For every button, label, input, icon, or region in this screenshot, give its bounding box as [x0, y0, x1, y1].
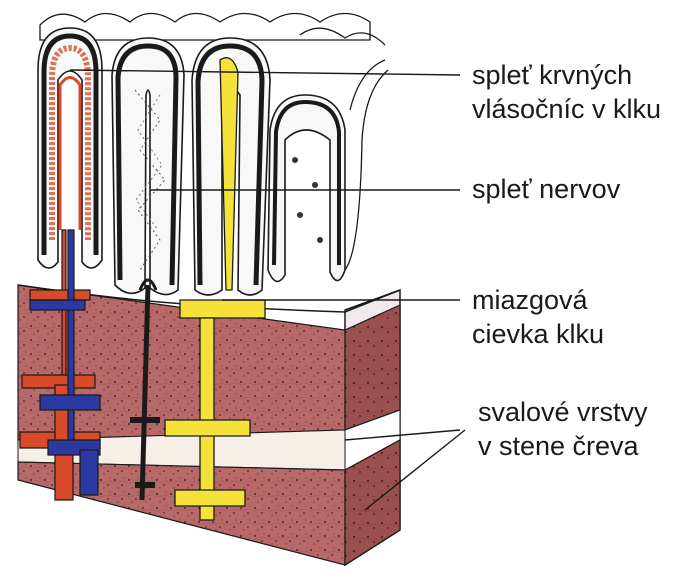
label-nerves: spleť nervov [472, 172, 620, 206]
leader-muscle-1 [344, 429, 461, 441]
villus-lacteal [191, 37, 271, 296]
label-lacteal: miazgová cievka klku [472, 283, 604, 351]
villus-right [267, 59, 389, 283]
muscle-lower-band-side [344, 438, 401, 567]
leader-muscle-2 [364, 429, 466, 511]
leader-capillaries [69, 69, 461, 76]
epithelium-surface [39, 12, 386, 46]
label-nerves-line1: spleť nervov [472, 174, 621, 204]
lymph-lacteal [164, 57, 266, 521]
label-capillaries-line1: spleť krvných [472, 60, 633, 90]
label-capillaries-line2: vlásočníc v klku [472, 94, 662, 124]
label-lacteal-line1: miazgová [472, 285, 588, 315]
leader-lines [69, 69, 466, 511]
label-muscle-line1: svalové vrstvy [478, 397, 648, 427]
label-lacteal-line2: cievka klku [472, 319, 605, 349]
label-capillaries: spleť krvných vlásočníc v klku [472, 58, 661, 126]
label-muscle: svalové vrstvy v stene čreva [478, 395, 648, 463]
villus-nerves [111, 37, 185, 296]
nerve [130, 278, 160, 501]
label-muscle-line2: v stene čreva [478, 431, 639, 461]
vein [29, 229, 101, 496]
villus-capillaries [37, 27, 103, 269]
